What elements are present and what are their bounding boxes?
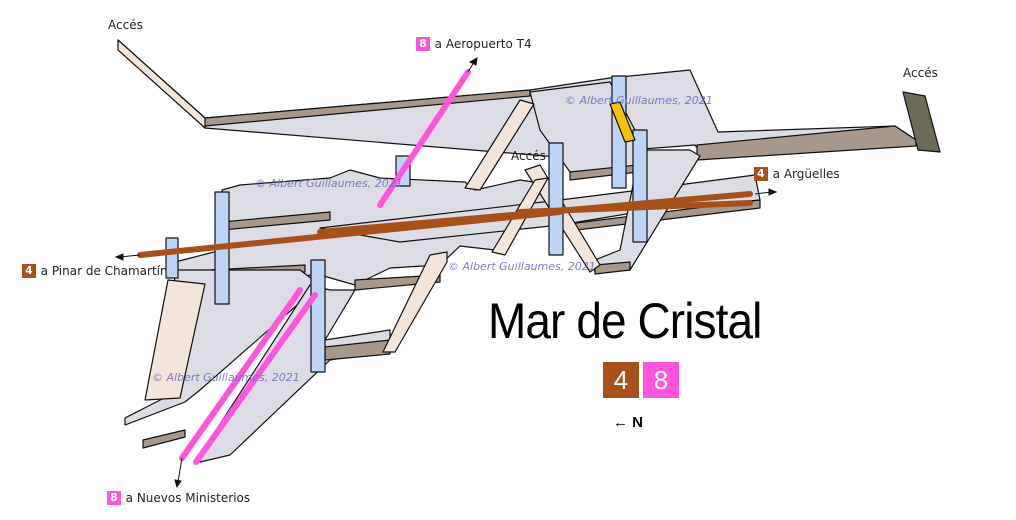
direction-nuevos: 8 a Nuevos Ministerios [107, 491, 250, 505]
exit-label-right: Accés [903, 66, 938, 80]
arrow-icon [768, 188, 778, 196]
stair-center [382, 251, 448, 353]
watermark: © Albert Guillaumes, 2021 [255, 177, 403, 190]
station-title: Mar de Cristal [488, 293, 762, 349]
line4-track-c [517, 200, 753, 215]
line-badge: 4 [22, 264, 36, 278]
line-4-badge: 4 [603, 362, 639, 398]
escalator [609, 101, 636, 143]
pillar [310, 259, 326, 373]
right-exit [902, 91, 941, 153]
arrow-left-icon: ← [613, 414, 628, 431]
direction-pinar: 4 a Pinar de Chamartín [22, 264, 168, 278]
line8-track-b [193, 292, 318, 465]
line-8-badge: 8 [643, 362, 679, 398]
ramp-right-edge [594, 261, 631, 275]
line-badge: 8 [107, 491, 121, 505]
pillar [165, 237, 179, 279]
stair-left [144, 279, 206, 401]
watermark: © Albert Guillaumes, 2021 [565, 94, 713, 107]
direction-arguelles: 4 a Argüelles [754, 167, 840, 181]
line-badge: 8 [416, 37, 430, 51]
direction-airport: 8 a Aeropuerto T4 [416, 37, 532, 51]
line8-track-a [179, 287, 303, 461]
line-badge: 4 [754, 167, 768, 181]
arrow-icon [174, 479, 182, 489]
watermark: © Albert Guillaumes, 2021 [448, 260, 596, 273]
pillar [548, 142, 564, 256]
lower-edge [142, 429, 186, 449]
north-indicator: ← N [613, 414, 644, 431]
exit-label-left: Accés [108, 18, 143, 32]
watermark: © Albert Guillaumes, 2021 [152, 371, 300, 384]
exit-label-center: Accés [511, 149, 546, 163]
line8-track-upper [377, 69, 471, 208]
left-exit-ramp [117, 39, 206, 129]
arrow-icon [114, 253, 124, 261]
arrow-icon [468, 57, 478, 66]
pillar [632, 129, 648, 243]
stair-top [464, 99, 535, 191]
